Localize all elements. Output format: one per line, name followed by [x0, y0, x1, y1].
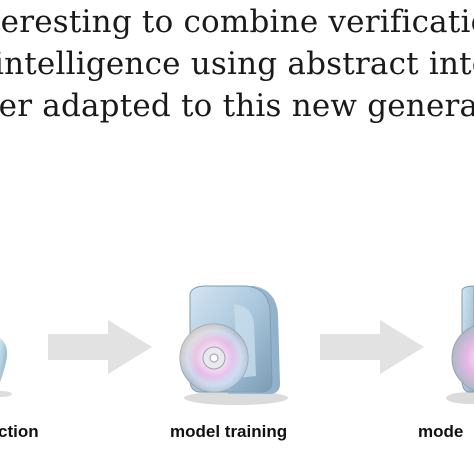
- paragraph-line-3: ter adapted to this new generatio: [0, 88, 474, 124]
- stage-label-model-training: model training: [170, 422, 288, 441]
- stage-label-model: mode: [418, 422, 464, 441]
- paragraph-line-2: intelligence using abstract interp: [0, 46, 474, 82]
- paragraph-line-1: teresting to combine verification: [0, 4, 474, 40]
- disc-fragment-icon: [0, 338, 12, 397]
- software-box-with-disc-icon: [179, 285, 288, 405]
- right-arrow-icon: [48, 320, 152, 374]
- right-arrow-icon: [320, 320, 424, 374]
- software-box-with-disc-icon: [446, 285, 474, 404]
- paragraph-text: teresting to combine verification intell…: [0, 0, 474, 200]
- stage-label-extraction: ction: [0, 422, 39, 441]
